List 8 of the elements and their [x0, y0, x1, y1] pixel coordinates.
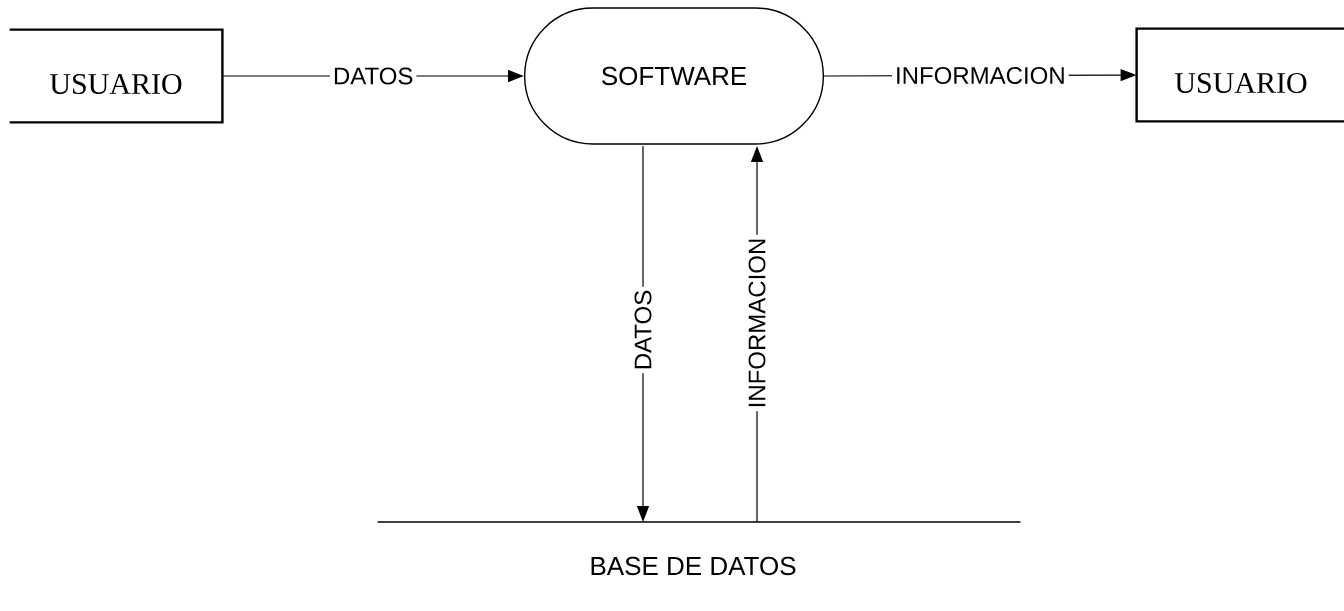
edge-label: DATOS [329, 64, 417, 88]
edge-label: INFORMACION [892, 64, 1069, 87]
external-entity-box: USUARIO [9, 28, 224, 124]
external-entity-box: USUARIO [1135, 27, 1344, 123]
process-box: SOFTWARE [523, 7, 825, 145]
edge-label: INFORMACION [745, 234, 769, 412]
data-store: BASE DE DATOS [376, 521, 1022, 576]
edge-label: DATOS [631, 286, 655, 374]
